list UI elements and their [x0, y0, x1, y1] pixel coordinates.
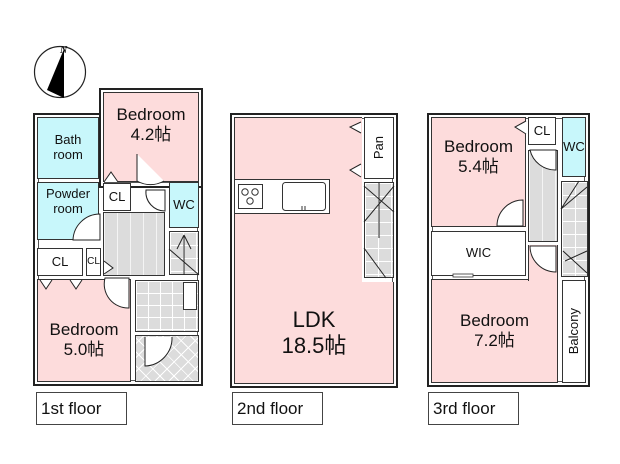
closet-3f: CL: [528, 117, 556, 145]
room-balcony: Balcony: [562, 280, 586, 383]
door-marks-2f: [348, 121, 362, 178]
door-swings-3f: [452, 120, 557, 278]
north-arrow-icon: [33, 45, 87, 99]
stair-arrow-icon: [168, 234, 200, 276]
room-pantry: Pan: [364, 117, 394, 179]
compass-north-label: N: [60, 45, 68, 56]
floor-label-2nd: 2nd floor: [232, 392, 323, 425]
door-swings-1f: [39, 154, 173, 367]
floor-label-3rd: 3rd floor: [428, 392, 519, 425]
room-wic: WIC: [431, 231, 526, 276]
compass: N: [33, 45, 87, 99]
room-ldk-lower: LDK 18.5帖: [234, 282, 394, 384]
room-bedroom-7-2: Bedroom 7.2帖: [431, 279, 558, 383]
sink-icon: [282, 182, 326, 211]
floor-2-plan: LDK 18.5帖 Pan: [230, 113, 398, 388]
hallway-1f: [103, 212, 165, 276]
room-wc-1f: WC: [169, 182, 199, 228]
floor-3-plan: Bedroom 5.4帖 CL WC WIC Bedroom 7.2帖 Balc…: [427, 113, 590, 387]
room-bedroom-4-2: Bedroom 4.2帖: [103, 92, 199, 182]
room-bathroom: Bath room: [37, 117, 99, 179]
closet-3: CL: [86, 248, 101, 276]
shoe-cabinet: [183, 282, 197, 310]
stair-arrow-icon: [363, 182, 395, 279]
stove-icon: [238, 184, 263, 209]
stair-arrow-icon: [560, 180, 588, 274]
room-wc-3f: WC: [562, 117, 586, 177]
floor-1-plan: Bedroom 4.2帖 Bath room Powder room CL WC…: [0, 0, 210, 390]
closet-1: CL: [103, 183, 131, 211]
closet-2: CL: [37, 248, 83, 276]
floor-label-1st: 1st floor: [36, 392, 127, 425]
